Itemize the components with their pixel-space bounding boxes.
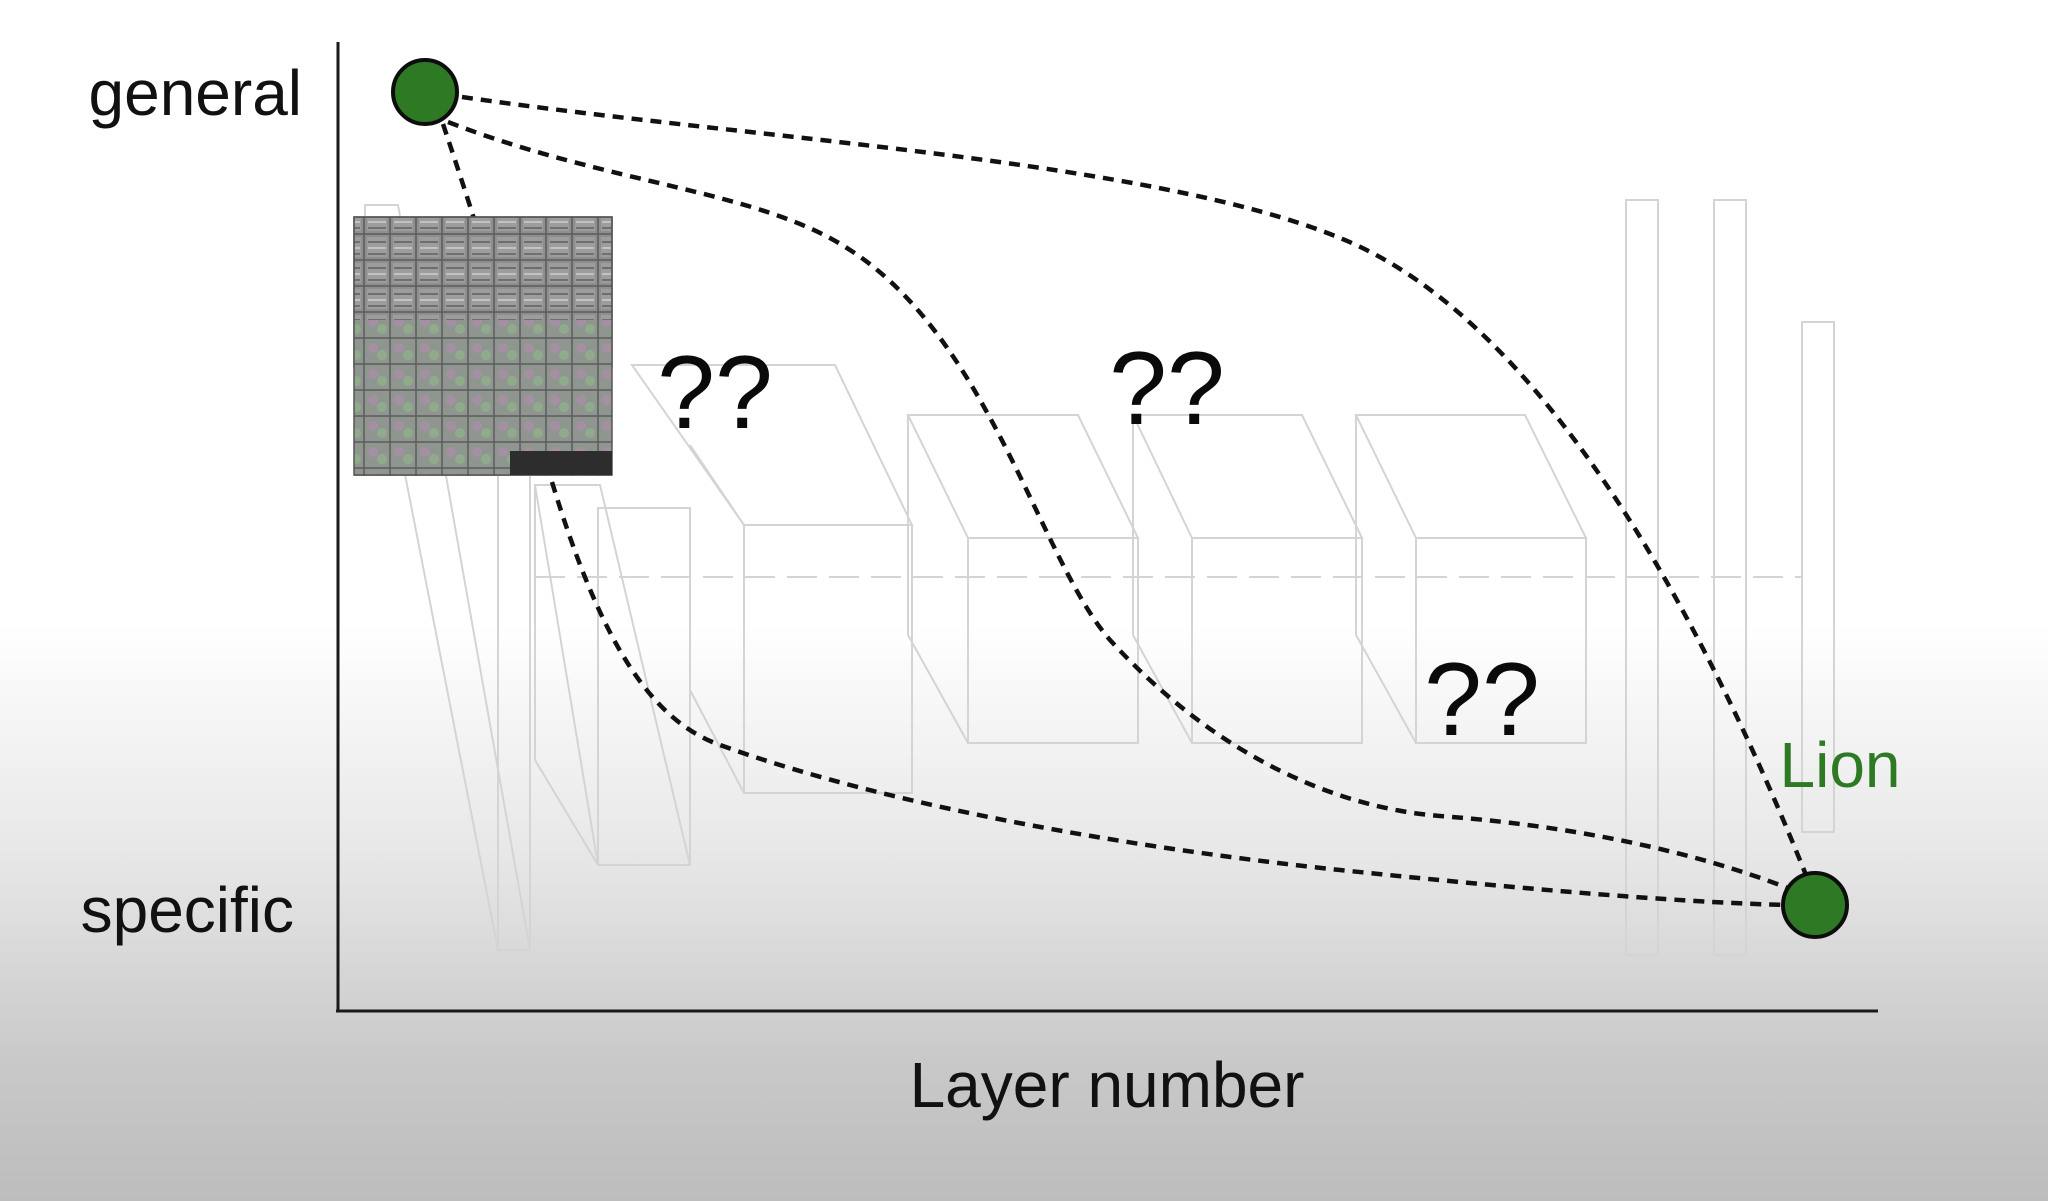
axes — [336, 42, 1878, 1013]
question-marks-2: ?? — [1109, 331, 1225, 447]
x-axis-label: Layer number — [910, 1049, 1305, 1121]
trajectory-top — [461, 94, 1811, 881]
question-marks-1: ?? — [657, 335, 773, 451]
trajectory-curves — [440, 94, 1811, 908]
lion-label: Lion — [1780, 729, 1901, 801]
trajectory-lower-middle — [440, 123, 1789, 908]
lion-node — [1781, 871, 1849, 939]
network-architecture-outline — [364, 199, 1835, 956]
y-axis-top-label: general — [89, 57, 303, 129]
trajectory-upper-middle — [447, 119, 1801, 896]
question-marks-3: ?? — [1424, 642, 1540, 758]
y-axis-bottom-label: specific — [81, 874, 294, 946]
general-node — [391, 58, 459, 126]
filter-grid-icon — [353, 216, 613, 476]
